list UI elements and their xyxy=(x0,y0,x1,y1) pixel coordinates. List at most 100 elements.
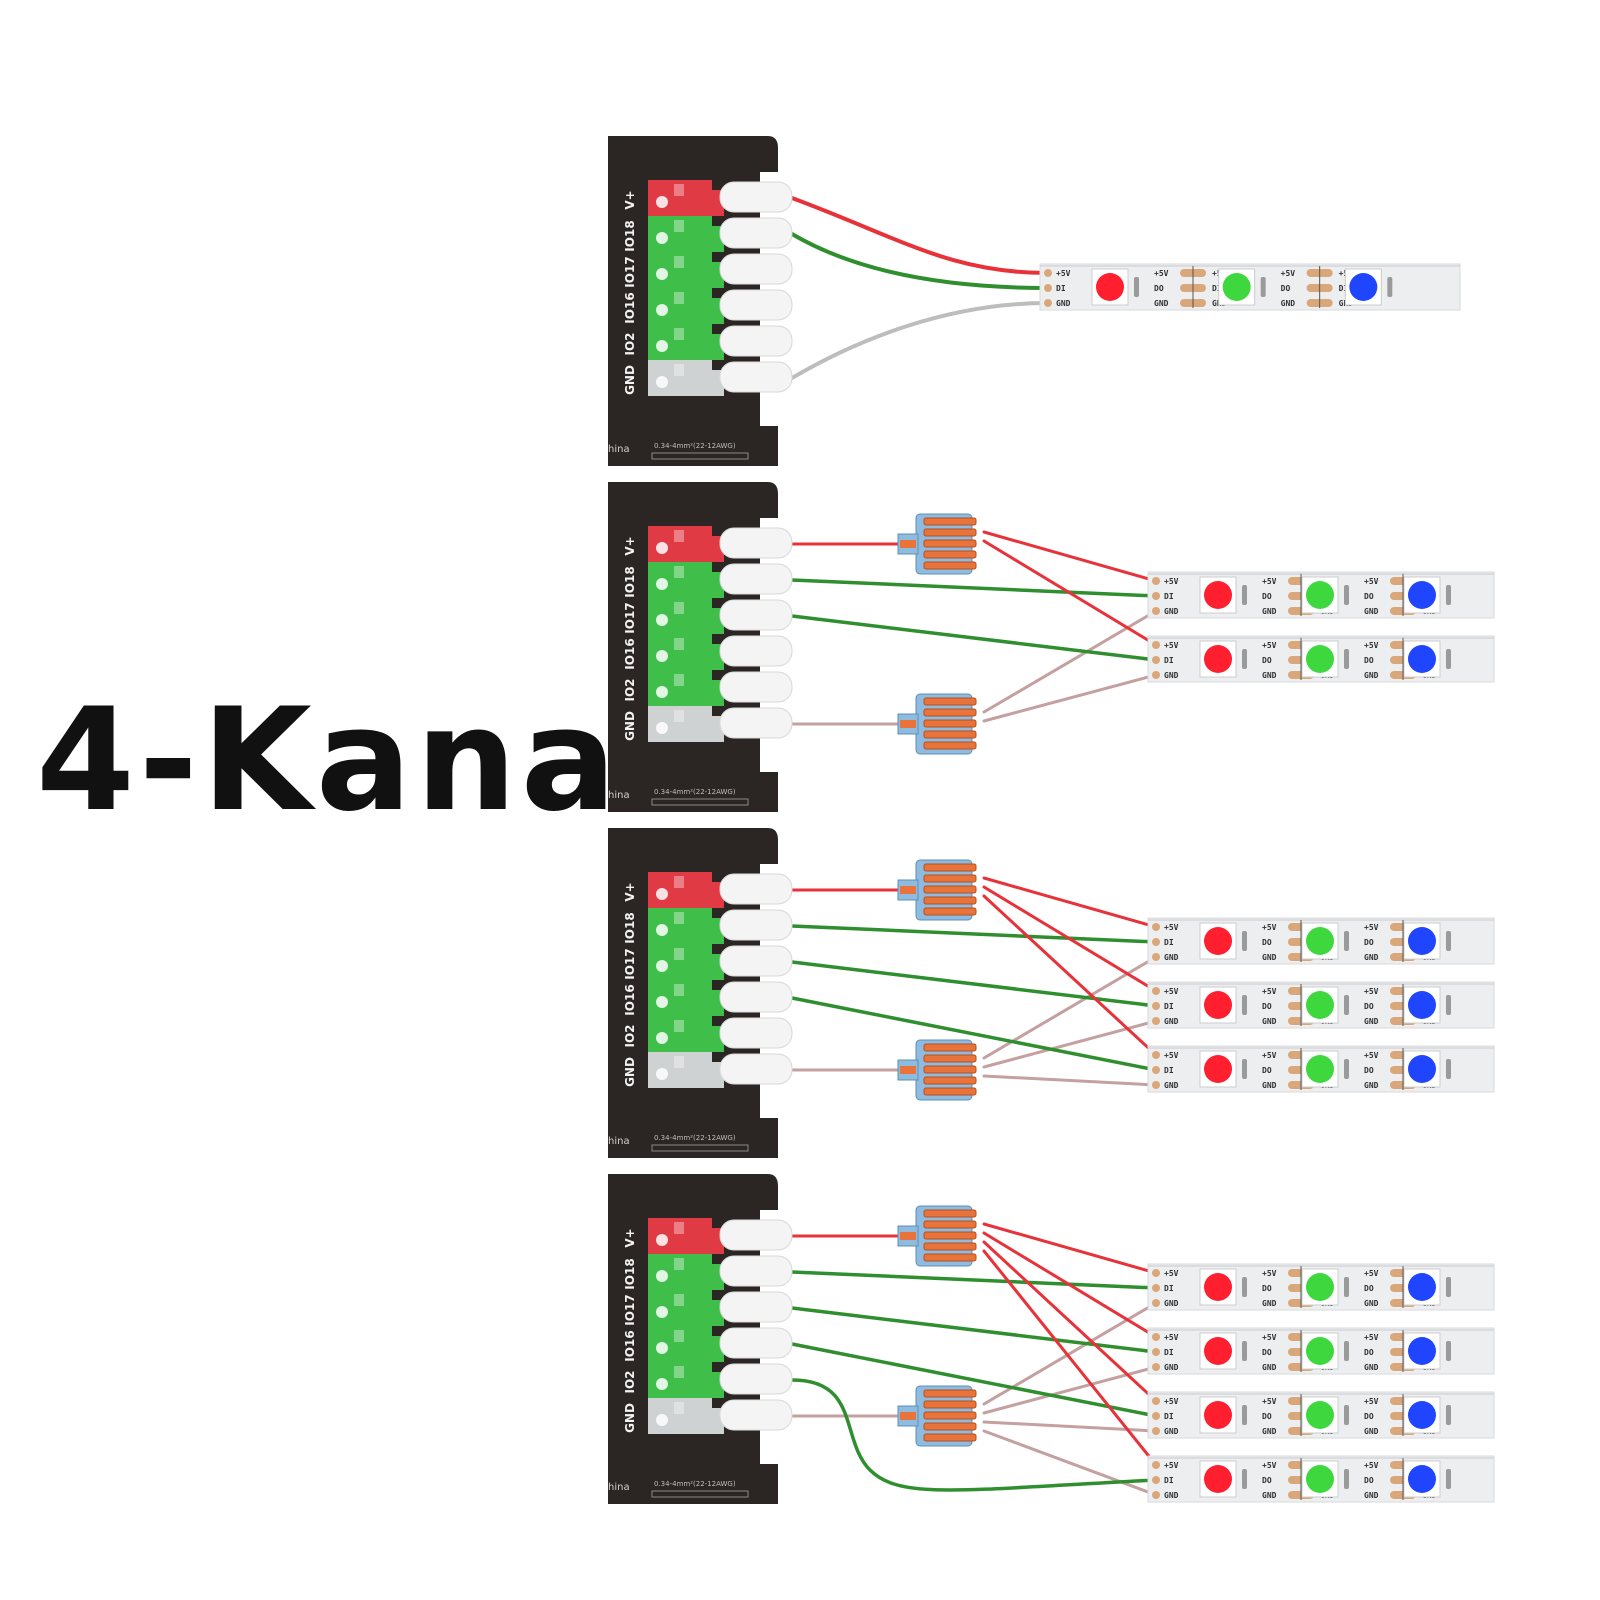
pad-label: GND xyxy=(1262,1081,1277,1090)
data-wire xyxy=(790,1378,1158,1492)
terminal-slot xyxy=(674,566,684,578)
pad-label: GND xyxy=(1164,1491,1179,1500)
strip-input-pad xyxy=(1152,1269,1160,1277)
pad-label: +5V xyxy=(1262,1461,1277,1470)
wire-plug xyxy=(719,181,793,213)
resistor xyxy=(1446,1405,1451,1425)
terminal-screw xyxy=(656,1342,668,1354)
wire-plug xyxy=(719,563,793,595)
terminal-block xyxy=(648,908,724,944)
resistor xyxy=(1344,931,1349,951)
terminal-label: IO18 xyxy=(623,566,637,597)
led xyxy=(1306,645,1334,673)
terminal-label: IO18 xyxy=(623,1258,637,1289)
strip-input-pad xyxy=(1044,269,1052,277)
pad-label: DO xyxy=(1262,1002,1272,1011)
led xyxy=(1408,1337,1436,1365)
terminal-screw xyxy=(656,196,668,208)
pad-label: +5V xyxy=(1164,1397,1179,1406)
pad-label: DI xyxy=(1056,284,1066,293)
led xyxy=(1408,645,1436,673)
wire-plug xyxy=(719,217,793,249)
pad-label: GND xyxy=(1364,1427,1379,1436)
wire-plug xyxy=(719,707,793,739)
led xyxy=(1408,1465,1436,1493)
pad-label: GND xyxy=(1364,607,1379,616)
pad-label: DI xyxy=(1164,592,1174,601)
pad-label: DI xyxy=(1339,284,1349,293)
wago-lever xyxy=(923,1054,977,1063)
wire-plug xyxy=(719,981,793,1013)
terminal-slot xyxy=(674,328,684,340)
pad-label: +5V xyxy=(1364,577,1379,586)
strip-input-pad xyxy=(1044,299,1052,307)
wago-lever xyxy=(923,863,977,872)
strip-input-pad xyxy=(1044,284,1052,292)
led xyxy=(1306,1465,1334,1493)
wire-plug xyxy=(719,671,793,703)
led xyxy=(1408,1401,1436,1429)
resistor xyxy=(1344,1341,1349,1361)
wago-lever xyxy=(923,1231,977,1240)
wago-lever xyxy=(923,528,977,537)
pad-label: +5V xyxy=(1262,1269,1277,1278)
strip-input-pad xyxy=(1152,671,1160,679)
led xyxy=(1349,273,1378,301)
led xyxy=(1204,1465,1232,1493)
made-in-label: hina xyxy=(608,1136,630,1147)
terminal-screw xyxy=(656,1068,668,1080)
led xyxy=(1408,927,1436,955)
pad-label: DI xyxy=(1164,938,1174,947)
pad-label: DI xyxy=(1164,656,1174,665)
pad-label: GND xyxy=(1164,1427,1179,1436)
terminal-slot xyxy=(674,1294,684,1306)
pad-label: GND xyxy=(1164,1363,1179,1372)
terminal-slot xyxy=(674,292,684,304)
resistor xyxy=(1242,1405,1247,1425)
wago-inlet-lever xyxy=(900,540,916,548)
pad-label: GND xyxy=(1364,953,1379,962)
pad-label: +5V xyxy=(1164,1051,1179,1060)
terminal-screw xyxy=(656,340,668,352)
wire-plug xyxy=(719,1291,793,1323)
resistor xyxy=(1446,995,1451,1015)
print-box xyxy=(651,798,749,806)
terminal-block xyxy=(648,634,724,670)
resistor xyxy=(1242,585,1247,605)
wago-lever xyxy=(923,730,977,739)
pad-label: +5V xyxy=(1154,269,1169,278)
resistor xyxy=(1446,1469,1451,1489)
diagram-title: 4-Kanal xyxy=(36,678,674,843)
terminal-block xyxy=(648,1016,724,1052)
pad-label: +5V xyxy=(1262,1397,1277,1406)
pad-label: GND xyxy=(1262,1299,1277,1308)
terminal-screw xyxy=(656,614,668,626)
wire-plug xyxy=(719,635,793,667)
power-branch-wire xyxy=(982,1231,1158,1339)
wago-lever xyxy=(923,550,977,559)
wago-lever xyxy=(923,907,977,916)
strip-input-pad xyxy=(1152,923,1160,931)
controller-board: V+IO18IO17IO16IO2GND0.34-4mm²(22-12AWG)h… xyxy=(608,1174,793,1504)
terminal-slot xyxy=(674,710,684,722)
pad-label: +5V xyxy=(1056,269,1071,278)
terminal-label: V+ xyxy=(623,190,637,209)
terminal-slot xyxy=(674,530,684,542)
wire-plug xyxy=(719,1017,793,1049)
controller-board: V+IO18IO17IO16IO2GND0.34-4mm²(22-12AWG)h… xyxy=(608,136,793,466)
pad-label: GND xyxy=(1281,299,1296,308)
terminal-block xyxy=(648,872,724,908)
pad-label: +5V xyxy=(1364,1397,1379,1406)
wago-connector-gnd xyxy=(897,1385,977,1447)
wago-lever xyxy=(923,697,977,706)
led xyxy=(1306,1401,1334,1429)
pad-label: GND xyxy=(1164,1081,1179,1090)
terminal-screw xyxy=(656,996,668,1008)
terminal-block xyxy=(648,1254,724,1290)
pad-label: +5V xyxy=(1262,923,1277,932)
pad-label: DO xyxy=(1364,1348,1374,1357)
pad-label: +5V xyxy=(1164,1333,1179,1342)
resistor xyxy=(1242,1341,1247,1361)
strip-input-pad xyxy=(1152,1363,1160,1371)
